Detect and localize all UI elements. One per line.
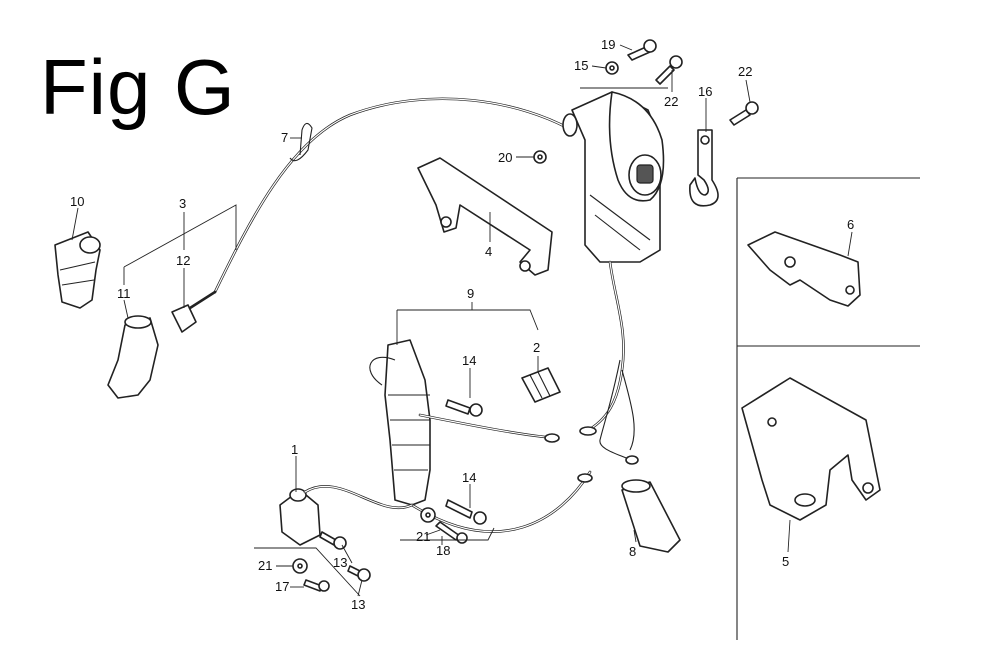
callout-14b: 14 <box>462 470 476 485</box>
callout-7: 7 <box>281 130 288 145</box>
sleeve-8 <box>621 479 681 553</box>
callout-16: 16 <box>698 84 712 99</box>
callout-22b: 22 <box>664 94 678 109</box>
callout-12: 12 <box>176 253 190 268</box>
coil-harness <box>579 260 639 465</box>
callout-labels: 10 3 12 11 7 4 9 2 14 14 1 21 18 21 13 1… <box>70 37 854 612</box>
callout-19: 19 <box>601 37 615 52</box>
cover-2 <box>521 367 561 403</box>
callout-22a: 22 <box>738 64 752 79</box>
bracket-4 <box>417 157 553 276</box>
panel-frame <box>736 177 920 640</box>
callout-14a: 14 <box>462 353 476 368</box>
callout-13a: 13 <box>333 555 347 570</box>
clip-16 <box>689 129 719 207</box>
exciter-coil-9 <box>369 339 593 533</box>
callout-13b: 13 <box>351 597 365 612</box>
callout-18: 18 <box>436 543 450 558</box>
callout-8: 8 <box>629 544 636 559</box>
callout-15: 15 <box>574 58 588 73</box>
callout-17: 17 <box>275 579 289 594</box>
bracket-6 <box>747 231 861 307</box>
callout-21a: 21 <box>416 529 430 544</box>
clip-7 <box>289 122 313 162</box>
callout-4: 4 <box>485 244 492 259</box>
callout-10: 10 <box>70 194 84 209</box>
callout-9: 9 <box>467 286 474 301</box>
plug-boot-11 <box>107 315 159 399</box>
callout-2: 2 <box>533 340 540 355</box>
high-tension-wire <box>213 97 577 294</box>
callout-3: 3 <box>179 196 186 211</box>
callout-5: 5 <box>782 554 789 569</box>
ignition-coil-upper <box>562 91 665 263</box>
callout-11: 11 <box>117 286 131 301</box>
terminal-12 <box>171 290 217 333</box>
figure-title: Fig G <box>40 43 236 131</box>
plug-cap-10 <box>54 231 101 309</box>
stop-switch-1 <box>279 485 414 546</box>
callout-6: 6 <box>847 217 854 232</box>
callout-1: 1 <box>291 442 298 457</box>
leader-lines <box>71 44 853 597</box>
callout-20: 20 <box>498 150 512 165</box>
bracket-5 <box>741 377 881 521</box>
fasteners <box>292 39 759 592</box>
callout-21b: 21 <box>258 558 272 573</box>
